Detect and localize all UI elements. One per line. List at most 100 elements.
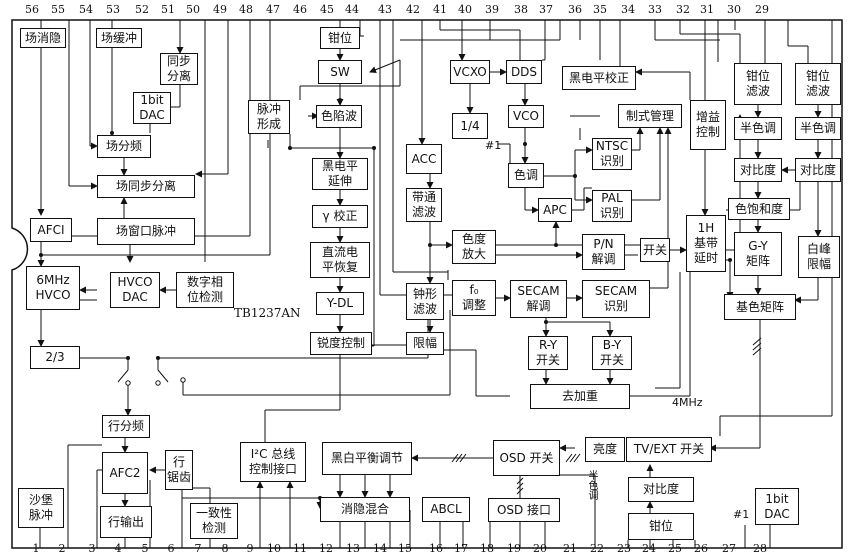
pin-top-39: 39 bbox=[485, 3, 499, 16]
pin-bottom-7: 7 bbox=[194, 542, 202, 555]
block-by-switch: B-Y 开关 bbox=[592, 336, 632, 370]
pin-top-46: 46 bbox=[293, 3, 307, 16]
block-contrast-2: 对比度 bbox=[795, 158, 841, 182]
block-limiter: 限幅 bbox=[406, 332, 444, 355]
pin-top-53: 53 bbox=[106, 3, 120, 16]
pin-top-36: 36 bbox=[568, 3, 582, 16]
block-field-sync-separator: 场同步分离 bbox=[97, 175, 195, 198]
block-osd-interface: OSD 接口 bbox=[488, 498, 560, 522]
pin-bottom-2: 2 bbox=[58, 542, 66, 555]
pin-bottom-18: 18 bbox=[480, 542, 494, 555]
block-digital-phase-detect: 数字相 位检测 bbox=[176, 272, 234, 308]
block-afc2: AFC2 bbox=[102, 452, 148, 494]
block-ntsc-detect: NTSC 识别 bbox=[592, 138, 632, 170]
pin-top-41: 41 bbox=[433, 3, 447, 16]
block-ry-switch: R-Y 开关 bbox=[528, 336, 568, 370]
pin-top-32: 32 bbox=[676, 3, 690, 16]
block-black-extension: 黑电平 延伸 bbox=[312, 158, 368, 190]
block-pulse-shaping: 脉冲 形成 bbox=[248, 100, 290, 134]
block-contrast-bottom: 对比度 bbox=[628, 477, 694, 502]
block-half-tone-2: 半色调 bbox=[795, 117, 841, 140]
pin-top-31: 31 bbox=[700, 3, 714, 16]
pin-bottom-11: 11 bbox=[293, 542, 307, 555]
block-6mhz-hvco: 6MHz HVCO bbox=[26, 266, 80, 310]
block-field-blanking: 场消隐 bbox=[20, 28, 66, 48]
pin-bottom-26: 26 bbox=[694, 542, 708, 555]
pin-top-29: 29 bbox=[755, 3, 769, 16]
pin-bottom-14: 14 bbox=[373, 542, 387, 555]
block-bell-filter: 钟形 滤波 bbox=[406, 283, 444, 320]
pin-bottom-27: 27 bbox=[722, 542, 736, 555]
block-brightness: 亮度 bbox=[585, 437, 625, 462]
pin-bottom-19: 19 bbox=[507, 542, 521, 555]
block-field-buffer: 场缓冲 bbox=[96, 28, 142, 48]
pin-bottom-20: 20 bbox=[533, 542, 547, 555]
block-primary-matrix: 基色矩阵 bbox=[724, 294, 796, 320]
block-clamp-filter-2: 钳位 滤波 bbox=[795, 63, 841, 105]
block-line-output: 行输出 bbox=[100, 506, 152, 538]
pin-bottom-21: 21 bbox=[563, 542, 577, 555]
block-gy-matrix: G-Y 矩阵 bbox=[734, 232, 782, 276]
block-pal-detect: PAL 识别 bbox=[592, 190, 632, 222]
block-chroma-trap: 色陷波 bbox=[316, 105, 362, 128]
block-dac-1bit-bottom: 1bit DAC bbox=[755, 488, 799, 525]
block-abcl: ABCL bbox=[422, 497, 470, 522]
block-afc1: AFCI bbox=[30, 218, 72, 242]
pin-bottom-4: 4 bbox=[114, 542, 122, 555]
pin-top-40: 40 bbox=[458, 3, 472, 16]
pin-top-52: 52 bbox=[135, 3, 149, 16]
pin-bottom-13: 13 bbox=[346, 542, 360, 555]
block-i2c-interface: I²C 总线 控制接口 bbox=[240, 442, 306, 482]
block-line-divider: 行分频 bbox=[102, 415, 150, 438]
pin-top-34: 34 bbox=[621, 3, 635, 16]
block-gamma-correction: γ 校正 bbox=[312, 205, 368, 228]
block-hvco-dac: HVCO DAC bbox=[110, 272, 160, 308]
pin-top-55: 55 bbox=[51, 3, 65, 16]
block-chroma-amp: 色度 放大 bbox=[452, 230, 496, 264]
pin-top-45: 45 bbox=[320, 3, 334, 16]
pin-top-54: 54 bbox=[79, 3, 93, 16]
block-vcxo: VCXO bbox=[450, 60, 490, 84]
pin-bottom-23: 23 bbox=[617, 542, 631, 555]
block-bandpass-filter: 带通 滤波 bbox=[406, 188, 442, 222]
block-dds: DDS bbox=[506, 60, 542, 84]
block-f0-adjust: f₀ 调整 bbox=[452, 280, 496, 316]
block-apc: APC bbox=[538, 198, 572, 222]
block-vco: VCO bbox=[508, 105, 544, 128]
pin-bottom-17: 17 bbox=[454, 542, 468, 555]
block-sandcastle-pulse: 沙堡 脉冲 bbox=[18, 488, 64, 528]
block-sharpness-control: 锐度控制 bbox=[310, 332, 372, 355]
pin-bottom-16: 16 bbox=[429, 542, 443, 555]
block-tv-ext-switch: TV/EXT 开关 bbox=[626, 437, 712, 462]
pin-bottom-6: 6 bbox=[167, 542, 175, 555]
pin-top-49: 49 bbox=[213, 3, 227, 16]
block-clamp-bottom: 钳位 bbox=[628, 513, 694, 540]
pin-top-48: 48 bbox=[239, 3, 253, 16]
block-consistency-check: 一致性 检测 bbox=[190, 503, 238, 539]
pin-bottom-25: 25 bbox=[668, 542, 682, 555]
pin-bottom-9: 9 bbox=[246, 542, 254, 555]
chip-outline bbox=[11, 19, 843, 549]
pin-bottom-24: 24 bbox=[642, 542, 656, 555]
block-secam-detect: SECAM 识别 bbox=[582, 280, 650, 318]
pin-top-37: 37 bbox=[539, 3, 553, 16]
pin-bottom-5: 5 bbox=[141, 542, 149, 555]
block-white-balance: 黑白平衡调节 bbox=[322, 442, 412, 475]
block-divide-2-3: 2/3 bbox=[30, 346, 80, 369]
block-switch: 开关 bbox=[640, 238, 670, 262]
block-osd-switch: OSD 开关 bbox=[493, 440, 560, 476]
block-y-delay: Y-DL bbox=[316, 292, 364, 315]
block-system-management: 制式管理 bbox=[618, 104, 682, 128]
block-dc-restore: 直流电 平恢复 bbox=[310, 242, 370, 278]
block-clamp-filter-1: 钳位 滤波 bbox=[734, 63, 782, 105]
block-divide-quarter: 1/4 bbox=[452, 113, 488, 139]
pin-bottom-28: 28 bbox=[753, 542, 767, 555]
block-saturation: 色饱和度 bbox=[728, 198, 790, 220]
pin-bottom-3: 3 bbox=[88, 542, 96, 555]
hash1-label-bottom: #1 bbox=[733, 508, 750, 521]
block-field-window-pulse: 场窗口脉冲 bbox=[97, 218, 195, 245]
block-black-level-correction: 黑电平校正 bbox=[562, 66, 636, 90]
hash1-label-top: #1 bbox=[485, 139, 502, 152]
pin-bottom-12: 12 bbox=[319, 542, 333, 555]
